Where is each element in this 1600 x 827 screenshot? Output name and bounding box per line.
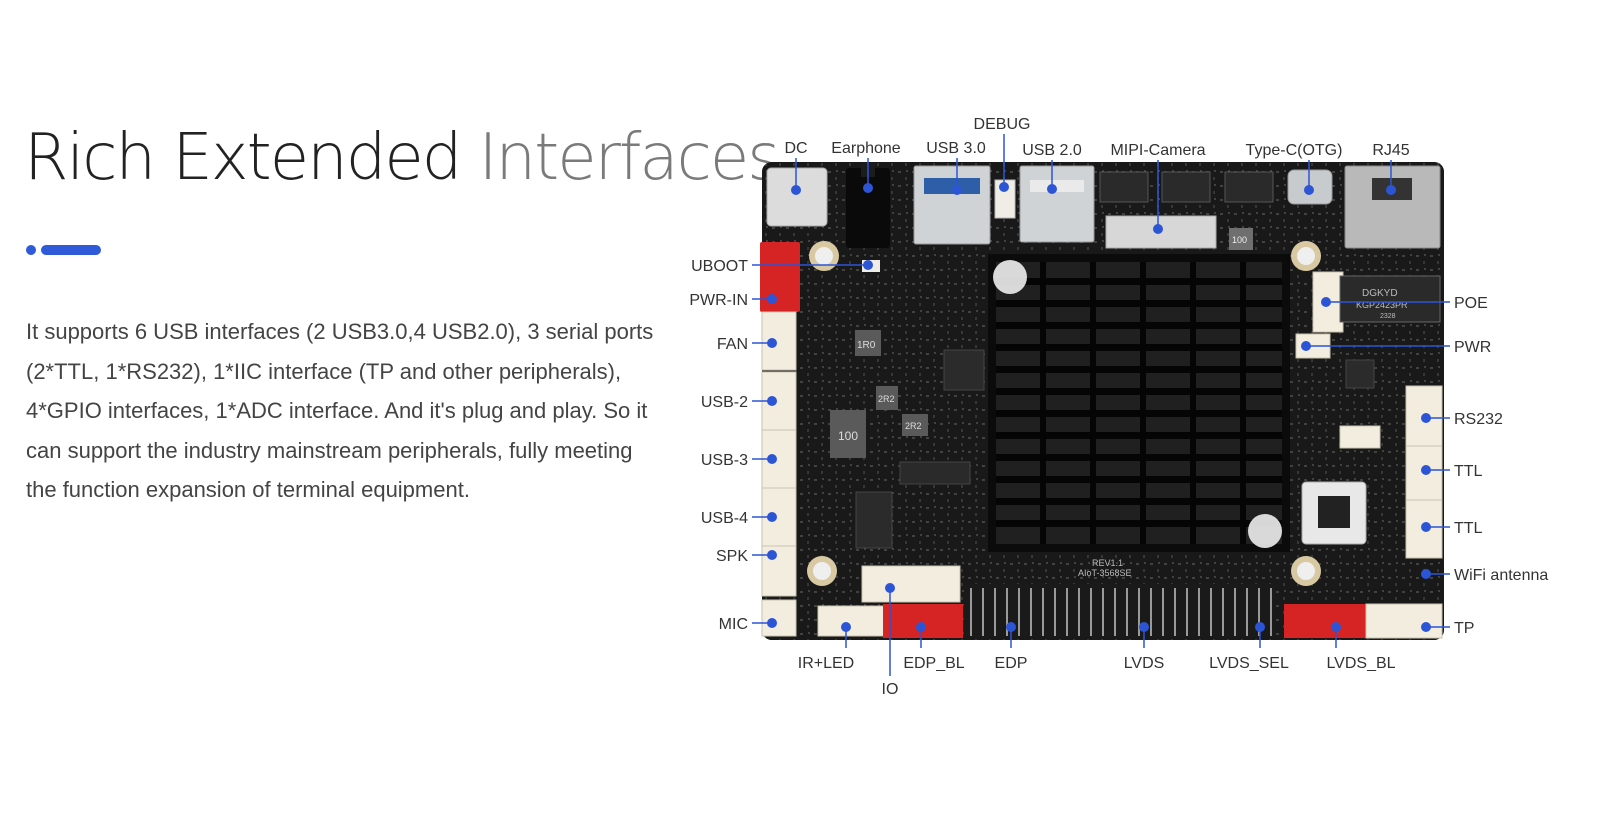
heatsink (988, 254, 1290, 552)
bottom-connectors (817, 565, 1443, 639)
label-mic: MIC (719, 616, 748, 633)
transformer-brand: DGKYD (1362, 288, 1398, 299)
transformer-model: KGP2423PR (1356, 300, 1408, 310)
inductor-2r2-b-marking: 2R2 (905, 421, 922, 431)
label-lvds: LVDS (1124, 655, 1165, 672)
cap-100-marking: 100 (1232, 235, 1247, 245)
label-poe: POE (1454, 295, 1488, 312)
label-edp: EDP (995, 655, 1028, 672)
label-pwr-in: PWR-IN (689, 292, 748, 309)
label-usb-3: USB-3 (701, 452, 748, 469)
accent-bar (41, 245, 101, 255)
label-earphone: Earphone (831, 140, 900, 157)
callout-labels: DC Earphone USB 3.0 DEBUG USB 2.0 MIPI-C… (689, 116, 1548, 698)
label-lvds-bl: LVDS_BL (1326, 655, 1395, 672)
label-tp: TP (1454, 620, 1474, 637)
label-type-c-otg: Type-C(OTG) (1246, 142, 1343, 159)
inductor-100-marking: 100 (838, 429, 858, 443)
label-edp-bl: EDP_BL (903, 655, 964, 672)
mounting-holes (807, 241, 1321, 586)
inductor-2r2-a-marking: 2R2 (878, 394, 895, 404)
label-ttl-1: TTL (1454, 463, 1483, 480)
title-word-rich: Rich (24, 121, 156, 195)
label-usb-2: USB-2 (701, 394, 748, 411)
label-mipi-camera: MIPI-Camera (1110, 142, 1205, 159)
title-word-extended: Extended (172, 121, 462, 195)
label-io: IO (882, 681, 899, 698)
callout-lines (752, 134, 1450, 676)
board-rev-silkscreen: REV1.1 (1092, 558, 1123, 568)
label-rs232: RS232 (1454, 411, 1503, 428)
title-word-interfaces: Interfaces (478, 121, 781, 195)
label-usb-2-0: USB 2.0 (1022, 142, 1082, 159)
board-model-silkscreen: AIoT-3568SE (1078, 568, 1132, 578)
label-pwr: PWR (1454, 339, 1491, 356)
label-wifi-antenna: WiFi antenna (1454, 567, 1548, 584)
label-spk: SPK (716, 548, 748, 565)
label-debug: DEBUG (974, 116, 1031, 133)
label-usb-4: USB-4 (701, 510, 748, 527)
description-paragraph: It supports 6 USB interfaces (2 USB3.0,4… (26, 319, 654, 502)
label-lvds-sel: LVDS_SEL (1209, 655, 1289, 672)
board-components: 100 1R0 2R2 2R2 DGKYD KGP2423PR 2328 100… (830, 235, 1408, 578)
title-underline-accent (26, 244, 106, 256)
page-title: Rich Extended Interfaces (24, 118, 781, 198)
label-fan: FAN (717, 336, 748, 353)
inductor-1r0-marking: 1R0 (857, 340, 876, 351)
label-ir-led: IR+LED (798, 655, 854, 672)
label-ttl-2: TTL (1454, 520, 1483, 537)
label-dc: DC (784, 140, 807, 157)
transformer-code: 2328 (1380, 313, 1396, 320)
label-rj45: RJ45 (1372, 142, 1409, 159)
label-usb-3-0: USB 3.0 (926, 140, 986, 157)
label-uboot: UBOOT (691, 258, 748, 275)
accent-dot (26, 245, 36, 255)
